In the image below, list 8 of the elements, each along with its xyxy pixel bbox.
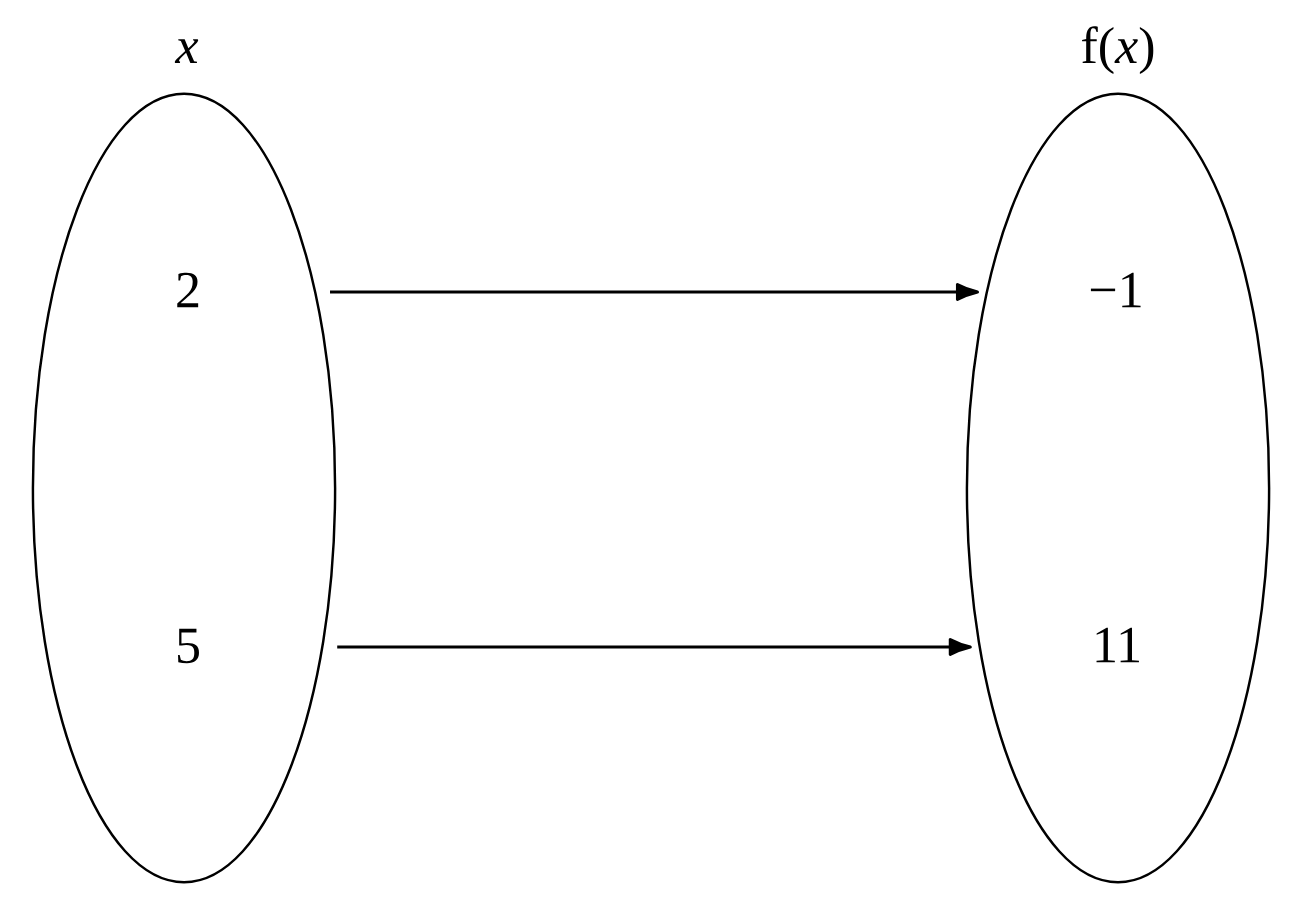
number-label: 11 [1096, 627, 1139, 663]
arrow [330, 283, 979, 301]
set-heading: f(x) [1082, 26, 1154, 75]
number-label: 2 [177, 272, 199, 308]
number-label: −1 [1090, 272, 1141, 308]
number-label: 5 [178, 628, 199, 664]
set-heading: x [174, 39, 199, 63]
arrow [337, 638, 972, 656]
